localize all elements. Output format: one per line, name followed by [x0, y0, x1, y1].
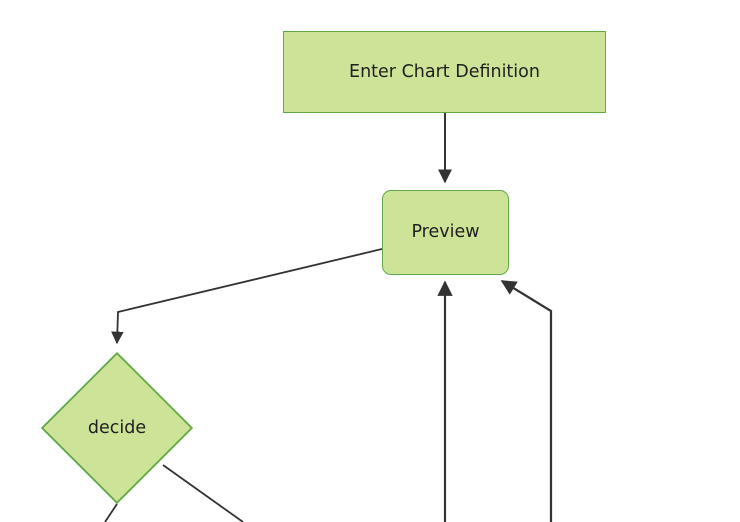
node-label: Preview — [411, 222, 480, 242]
node-decide[interactable]: decide — [41, 352, 193, 504]
node-label: Enter Chart Definition — [349, 61, 540, 82]
edge-decide-bottom-out — [104, 503, 118, 522]
edge-bottom-right-to-preview — [500, 280, 553, 522]
node-enter-chart-definition[interactable]: Enter Chart Definition — [283, 31, 606, 113]
node-preview[interactable]: Preview — [382, 190, 509, 275]
node-label: decide — [87, 417, 147, 438]
diamond-shape — [41, 352, 193, 504]
edge-preview-to-decide — [111, 248, 383, 345]
